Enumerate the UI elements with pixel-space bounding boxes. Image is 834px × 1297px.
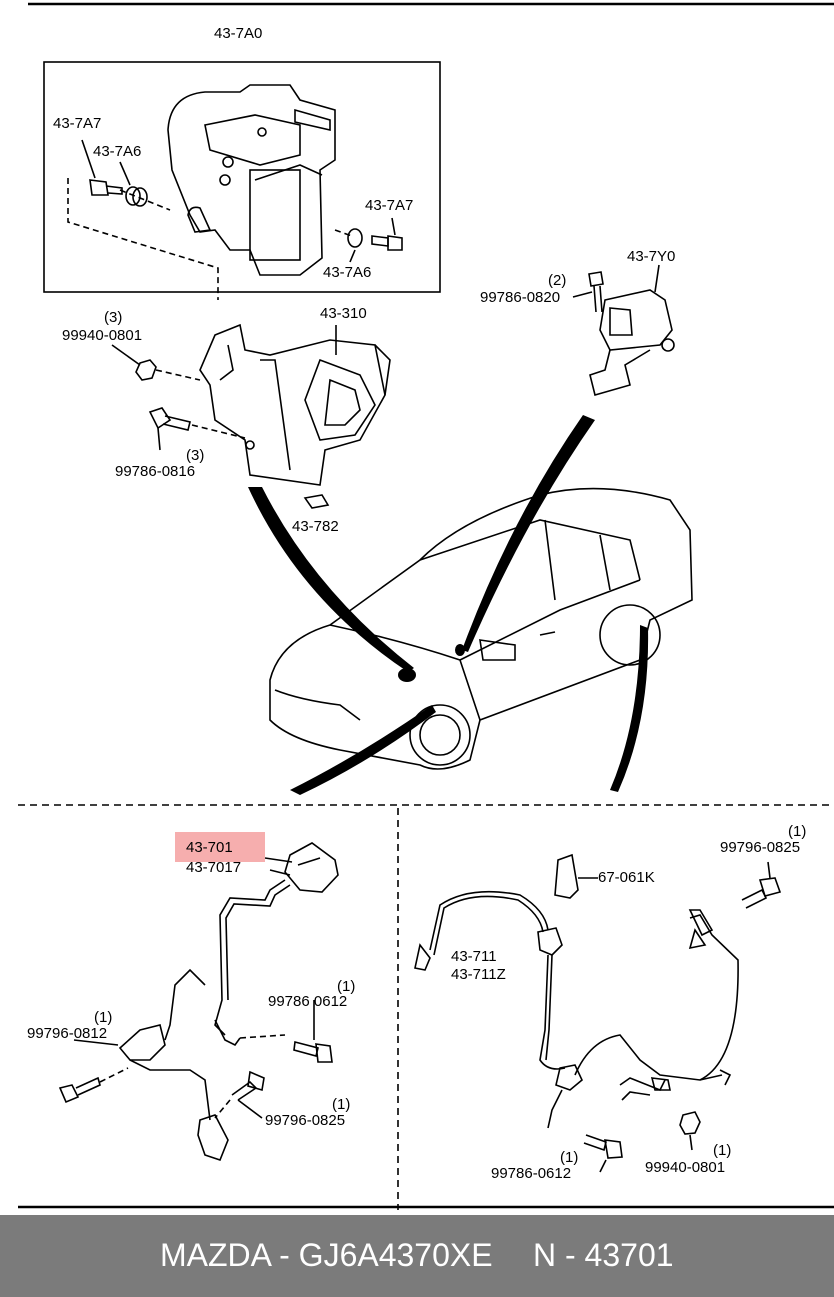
footer-part-number: MAZDA - GJ6A4370XE xyxy=(160,1237,493,1273)
hu-box xyxy=(43,61,441,293)
yaw-bolt xyxy=(572,271,604,313)
label-yaw-bolt: 99786-0820 xyxy=(480,289,561,306)
label-fr-bolt-qty: (1) xyxy=(337,978,356,995)
bracket-bolt xyxy=(148,407,246,451)
label-bolt-a7-left: 43-7A7 xyxy=(53,115,102,132)
label-rear-sensor: 43-711 xyxy=(451,948,497,965)
rear-bolt-right xyxy=(741,861,782,909)
label-grommet: 67-061K xyxy=(598,869,655,886)
rear-bolt-left xyxy=(583,1134,623,1173)
label-front-sensor-alt: 43-7017 xyxy=(186,859,242,876)
label-rr-bolt-qty: (1) xyxy=(788,823,807,840)
parts-diagram xyxy=(18,2,834,1210)
clip xyxy=(303,494,330,509)
hu-unit xyxy=(167,84,336,276)
label-clip: 43-782 xyxy=(292,518,339,535)
rear-sensor xyxy=(414,890,739,1129)
front-bolt-right xyxy=(293,1000,333,1063)
grommet xyxy=(554,853,579,899)
footer-ref-number: N - 43701 xyxy=(533,1237,674,1273)
pointer-yaw xyxy=(462,415,595,652)
label-bracket: 43-310 xyxy=(320,305,367,322)
label-bracket-bolt: 99786-0816 xyxy=(115,463,196,480)
yaw-sensor xyxy=(589,264,675,396)
footer-bar: MAZDA - GJ6A4370XE N - 43701 xyxy=(0,1215,834,1297)
label-nut: 99940-0801 xyxy=(62,327,143,344)
label-bush-a6-left: 43-7A6 xyxy=(93,143,142,160)
pointer-front xyxy=(290,705,436,795)
pointer-hu xyxy=(248,487,414,672)
label-bracket-bolt-qty: (3) xyxy=(186,447,205,464)
hu-leader-dash xyxy=(67,178,219,300)
label-bush-a6-right: 43-7A6 xyxy=(323,264,372,281)
label-front-sensor: 43-701 xyxy=(186,839,233,856)
label-yaw-bolt-qty: (2) xyxy=(548,272,567,289)
bush-a6-right xyxy=(347,228,363,263)
nut xyxy=(111,344,201,381)
label-nut-qty: (3) xyxy=(104,309,123,326)
rear-nut xyxy=(679,1111,701,1151)
bracket xyxy=(199,323,391,486)
bolt-a7-left xyxy=(81,139,123,196)
label-fs-bolt-qty: (1) xyxy=(332,1096,351,1113)
label-hu-assy: 43-7A0 xyxy=(214,25,263,42)
front-bolt-left xyxy=(58,1039,129,1104)
label-fl-bolt-qty: (1) xyxy=(94,1009,113,1026)
label-fl-bolt: 99796-0812 xyxy=(27,1025,108,1042)
label-bolt-a7-right: 43-7A7 xyxy=(365,197,414,214)
label-yaw-sensor: 43-7Y0 xyxy=(627,248,676,265)
label-fs-bolt: 99796-0825 xyxy=(265,1112,346,1129)
label-rnut-qty: (1) xyxy=(713,1142,732,1159)
label-rnut: 99940-0801 xyxy=(645,1159,726,1176)
front-sensor xyxy=(118,842,339,1161)
label-rl-bolt: 99786-0612 xyxy=(491,1165,572,1182)
bolt-a7-right xyxy=(371,217,403,251)
highlight-box xyxy=(175,832,265,862)
pointer-rear xyxy=(610,625,649,792)
label-rear-sensor-alt: 43-711Z xyxy=(451,966,506,983)
bush-a6-left xyxy=(119,161,148,207)
label-rl-bolt-qty: (1) xyxy=(560,1149,579,1166)
front-bolt-lower xyxy=(214,1070,265,1119)
label-rr-bolt: 99796-0825 xyxy=(720,839,801,856)
label-fr-bolt: 99786 0612 xyxy=(268,993,348,1010)
car-silhouette xyxy=(269,487,693,770)
